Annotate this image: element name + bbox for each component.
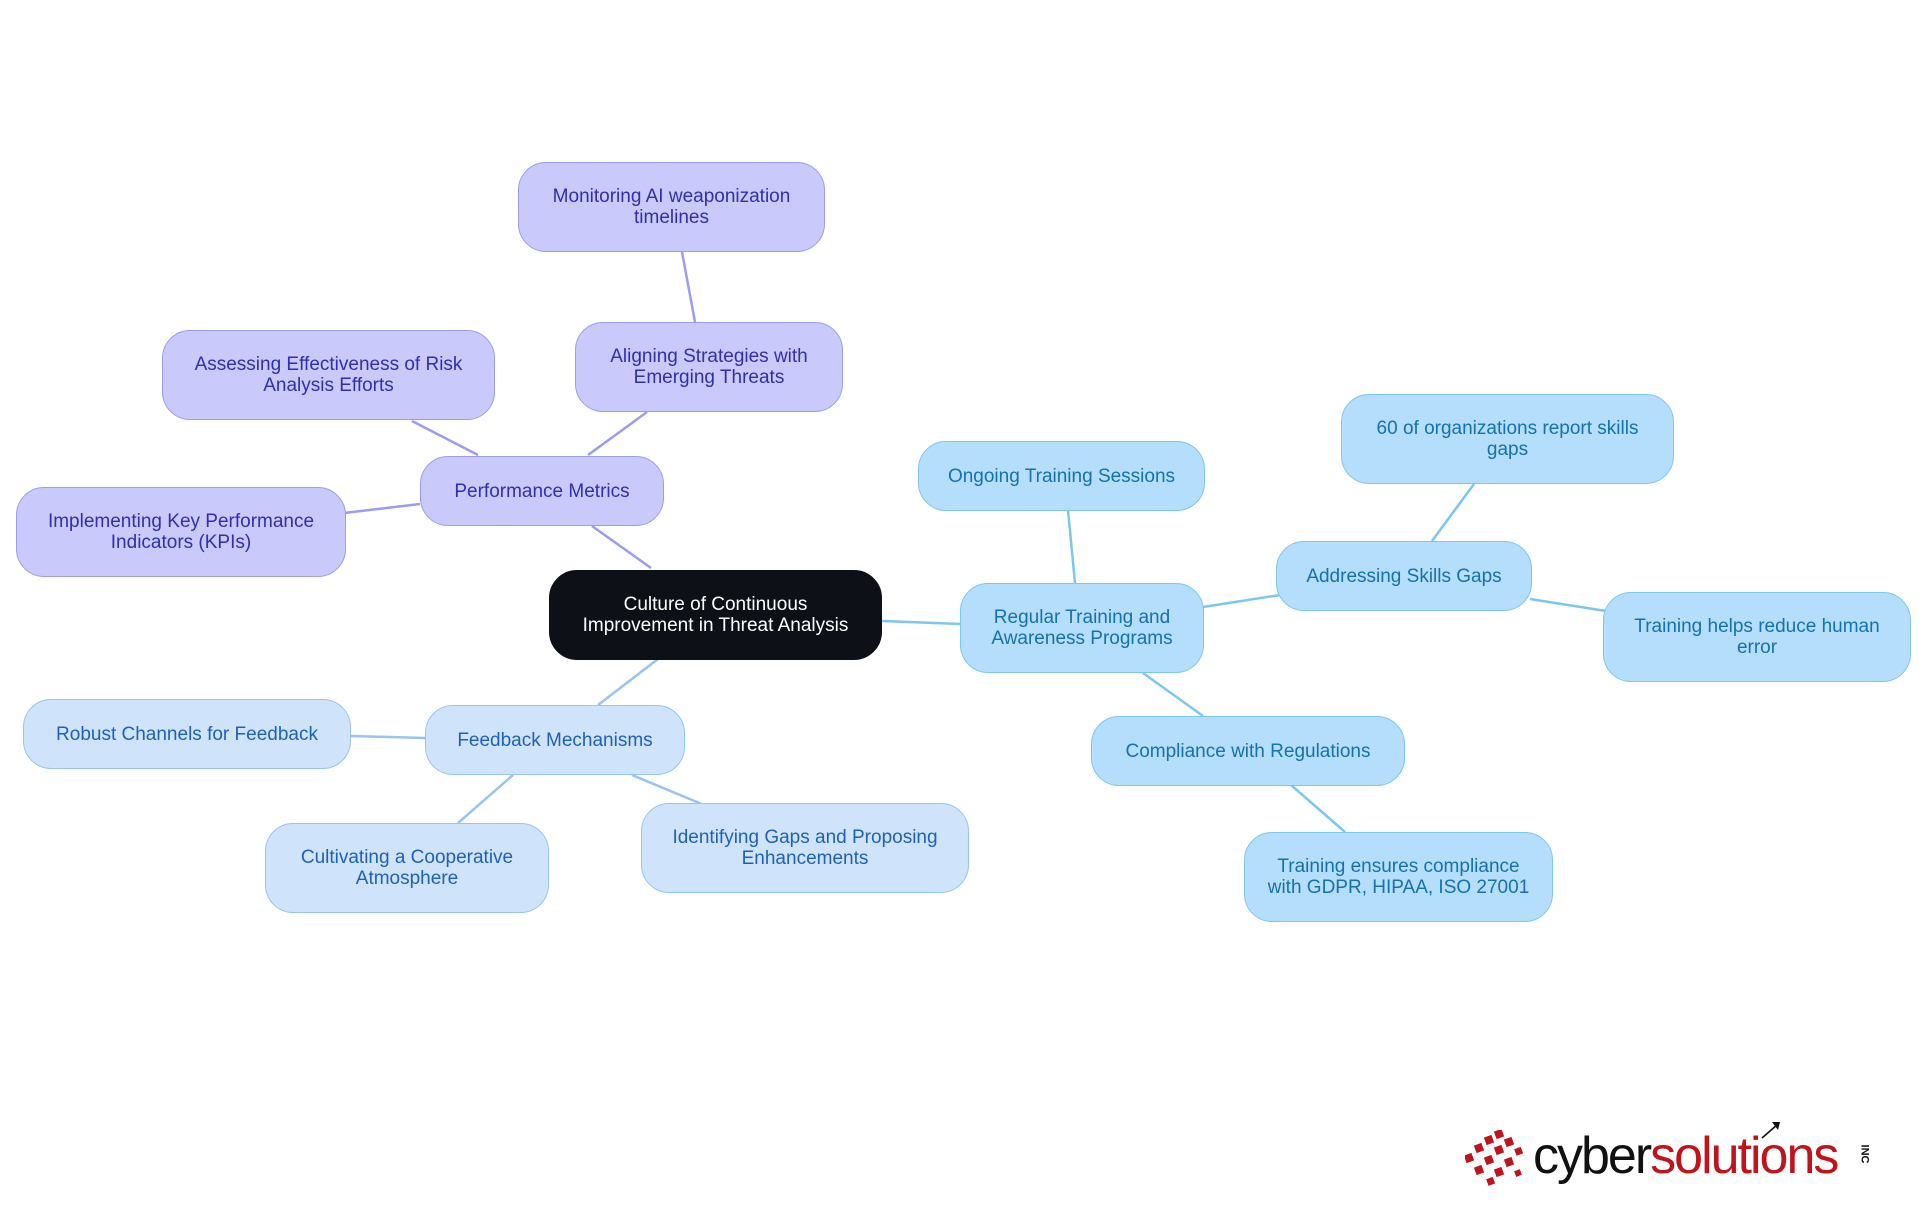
identifying-gaps-label: Identifying Gaps and Proposing Enhanceme…: [672, 827, 938, 869]
skills-gaps-node: Addressing Skills Gaps: [1276, 541, 1532, 611]
monitoring-ai-label: Monitoring AI weaponization timelines: [552, 186, 791, 228]
edge-feedback-cooperative: [457, 774, 514, 824]
cooperative-atmosphere-label: Cultivating a Cooperative Atmosphere: [300, 847, 514, 889]
compliance-label: Compliance with Regulations: [1125, 740, 1371, 762]
edge-root-performance: [591, 524, 652, 570]
training-connectors: [881, 483, 1607, 833]
logo-cyber-text: cyber: [1533, 1127, 1652, 1185]
logo-arrow-icon: [1761, 1122, 1780, 1139]
edge-training-skills: [1202, 593, 1281, 609]
logo-solutions-text: solutions: [1650, 1127, 1839, 1185]
robust-channels-node: Robust Channels for Feedback: [23, 699, 351, 769]
feedback-mechanisms-node: Feedback Mechanisms: [425, 705, 685, 775]
ongoing-training-label: Ongoing Training Sessions: [947, 465, 1176, 487]
edge-training-compliance: [1142, 671, 1204, 718]
human-error-label: Training helps reduce human error: [1634, 616, 1880, 658]
robust-channels-label: Robust Channels for Feedback: [56, 723, 318, 745]
edge-root-feedback: [597, 658, 659, 706]
ongoing-training-node: Ongoing Training Sessions: [918, 441, 1205, 511]
edge-skills-human-error: [1529, 597, 1607, 613]
aligning-strategies-label: Aligning Strategies with Emerging Threat…: [610, 346, 808, 388]
edge-root-training: [881, 619, 961, 626]
skills-stat-label: 60 of organizations report skills gaps: [1376, 418, 1639, 460]
edge-feedback-gaps: [631, 773, 705, 807]
logo-wordmark: cybersolutions: [1533, 1126, 1839, 1186]
assessing-effectiveness-node: Assessing Effectiveness of Risk Analysis…: [162, 330, 495, 420]
skills-stat-node: 60 of organizations report skills gaps: [1341, 394, 1674, 484]
training-programs-node: Regular Training and Awareness Programs: [960, 583, 1204, 673]
performance-metrics-node: Performance Metrics: [420, 456, 664, 526]
compliance-node: Compliance with Regulations: [1091, 716, 1405, 786]
cybersolutions-logo: cybersolutions INC: [1465, 1120, 1885, 1190]
performance-metrics-label: Performance Metrics: [454, 480, 630, 502]
identifying-gaps-node: Identifying Gaps and Proposing Enhanceme…: [641, 803, 969, 893]
root-node-label: Culture of Continuous Improvement in Thr…: [582, 594, 849, 636]
edge-performance-aligning: [587, 410, 648, 457]
edge-compliance-detail: [1290, 784, 1346, 833]
logo-pixel-mark-icon: [1465, 1130, 1524, 1186]
edge-skills-stat: [1430, 483, 1476, 542]
human-error-node: Training helps reduce human error: [1603, 592, 1911, 682]
edge-training-ongoing: [1066, 509, 1077, 584]
training-programs-label: Regular Training and Awareness Programs: [991, 607, 1173, 649]
monitoring-ai-node: Monitoring AI weaponization timelines: [518, 162, 825, 252]
performance-connectors: [343, 251, 697, 570]
assessing-effectiveness-label: Assessing Effectiveness of Risk Analysis…: [194, 354, 463, 396]
cooperative-atmosphere-node: Cultivating a Cooperative Atmosphere: [265, 823, 549, 913]
skills-gaps-label: Addressing Skills Gaps: [1306, 565, 1502, 587]
root-node: Culture of Continuous Improvement in Thr…: [549, 570, 882, 660]
edge-performance-assessing: [411, 419, 479, 457]
feedback-connectors: [350, 658, 705, 824]
compliance-detail-label: Training ensures compliance with GDPR, H…: [1267, 856, 1530, 898]
edge-performance-kpis: [343, 502, 421, 515]
compliance-detail-node: Training ensures compliance with GDPR, H…: [1244, 832, 1553, 922]
edge-feedback-channels: [350, 734, 426, 740]
aligning-strategies-node: Aligning Strategies with Emerging Threat…: [575, 322, 843, 412]
kpis-label: Implementing Key Performance Indicators …: [47, 511, 315, 553]
feedback-mechanisms-label: Feedback Mechanisms: [457, 729, 653, 751]
edge-aligning-monitoring: [680, 251, 697, 323]
logo-inc-text: INC: [1858, 1144, 1871, 1164]
kpis-node: Implementing Key Performance Indicators …: [16, 487, 346, 577]
